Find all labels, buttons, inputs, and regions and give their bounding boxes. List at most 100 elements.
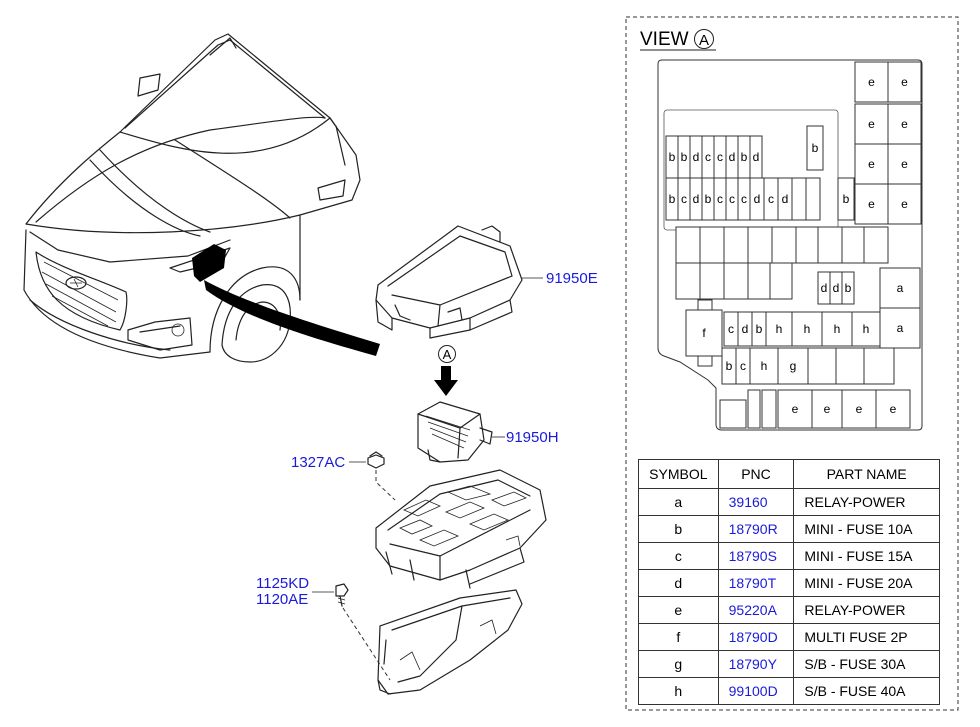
fuse-box-outline bbox=[657, 59, 923, 431]
symbol-cell: d bbox=[638, 569, 719, 597]
fuse-slot-label: d bbox=[693, 150, 700, 164]
view-a-marker: A bbox=[434, 345, 458, 396]
pnc-cell[interactable]: 18790T bbox=[717, 569, 795, 597]
part-name-cell: RELAY-POWER bbox=[793, 596, 940, 624]
fuse-slot-label: d bbox=[742, 322, 749, 336]
fuse-slot bbox=[879, 267, 921, 309]
fuse-slot-label: b bbox=[843, 192, 850, 206]
pnc-cell[interactable]: 18790D bbox=[717, 623, 795, 651]
table-header-row: SYMBOL PNC PART NAME bbox=[638, 459, 940, 489]
fuse-slot bbox=[887, 183, 922, 225]
fuse-slot-label: f bbox=[702, 326, 706, 340]
pnc-cell[interactable]: 18790Y bbox=[717, 650, 795, 678]
symbol-cell: h bbox=[638, 677, 719, 705]
header-symbol: SYMBOL bbox=[638, 459, 719, 489]
symbol-cell: e bbox=[638, 596, 719, 624]
fuse-slot-label: e bbox=[901, 157, 908, 171]
fuse-slot-label: d bbox=[821, 281, 828, 295]
callout-91950H: 91950H bbox=[506, 429, 559, 446]
fuse-slot-label: a bbox=[897, 321, 904, 335]
fuse-slot-label: b bbox=[741, 150, 748, 164]
part-name-cell: MINI - FUSE 15A bbox=[793, 542, 940, 570]
fuse-slot-label: b bbox=[845, 281, 852, 295]
fuse-slot-label: b bbox=[726, 359, 733, 373]
fuse-slot bbox=[765, 311, 793, 347]
fuse-slot-label: e bbox=[868, 157, 875, 171]
fuse-slot-label: b bbox=[669, 192, 676, 206]
fuse-slot-label: b bbox=[756, 322, 763, 336]
pnc-cell[interactable]: 18790R bbox=[717, 515, 795, 543]
fuse-slot-label: e bbox=[901, 197, 908, 211]
fuse-slot-label: e bbox=[868, 117, 875, 131]
symbol-cell: c bbox=[638, 542, 719, 570]
view-title: VIEW bbox=[640, 29, 689, 50]
fuse-slot bbox=[777, 347, 809, 385]
fuse-slot bbox=[851, 311, 881, 347]
fuse-slot-label: e bbox=[824, 402, 831, 416]
fuse-slot bbox=[821, 311, 853, 347]
fuse-slot-label: g bbox=[790, 359, 797, 373]
fuse-slot bbox=[887, 143, 922, 185]
fuse-slot-label: b bbox=[681, 150, 688, 164]
fuse-slot-label: c bbox=[741, 192, 747, 206]
fuse-slot-label: c bbox=[729, 192, 735, 206]
fuse-slot-label: h bbox=[776, 322, 783, 336]
fuse-slot bbox=[837, 177, 855, 221]
fuse-slot-label: e bbox=[868, 75, 875, 89]
fuse-slot bbox=[791, 311, 823, 347]
pnc-cell[interactable]: 95220A bbox=[717, 596, 795, 624]
fuse-slot-label: c bbox=[705, 150, 711, 164]
upper-cover-91950E: 91950E bbox=[375, 225, 598, 339]
callout-1120AE: 1120AE bbox=[256, 591, 308, 608]
fuse-slot-label: c bbox=[717, 192, 723, 206]
fuse-slot-label: b bbox=[669, 150, 676, 164]
fuse-slot-label: h bbox=[834, 322, 841, 336]
fuse-slot-label: c bbox=[728, 322, 734, 336]
fuse-slot bbox=[749, 347, 779, 385]
fuse-slot-label: c bbox=[768, 192, 774, 206]
arrow-down-icon bbox=[434, 366, 458, 396]
fuse-slot-label: d bbox=[729, 150, 736, 164]
car-illustration bbox=[23, 33, 380, 363]
callout-1327AC: 1327AC bbox=[291, 454, 345, 471]
fuse-slot-label: b bbox=[812, 141, 819, 155]
fuse-slot bbox=[841, 389, 877, 429]
nut-1327AC: 1327AC bbox=[291, 451, 396, 501]
fuse-slot bbox=[887, 61, 922, 103]
callout-1125KD: 1125KD bbox=[256, 575, 309, 592]
fuse-slot bbox=[685, 309, 723, 357]
fuse-slot bbox=[854, 103, 889, 145]
pnc-cell[interactable]: 18790S bbox=[717, 542, 795, 570]
fuse-slot-label: e bbox=[901, 117, 908, 131]
fuse-slot-label: b bbox=[705, 192, 712, 206]
fuse-slot-label: c bbox=[681, 192, 687, 206]
fuse-slot-label: h bbox=[804, 322, 811, 336]
fuse-slot-label: e bbox=[890, 402, 897, 416]
fuse-slot bbox=[791, 177, 807, 221]
fuse-slot-label: h bbox=[761, 359, 768, 373]
part-name-cell: S/B - FUSE 40A bbox=[793, 677, 940, 705]
part-name-cell: MULTI FUSE 2P bbox=[793, 623, 940, 651]
fuse-slot-label: e bbox=[856, 402, 863, 416]
pnc-cell[interactable]: 99100D bbox=[717, 677, 795, 705]
fuse-block-91950H: 91950H bbox=[417, 401, 559, 463]
part-name-cell: MINI - FUSE 20A bbox=[793, 569, 940, 597]
fuse-slot-label: c bbox=[740, 359, 746, 373]
pnc-cell[interactable]: 39160 bbox=[717, 488, 795, 516]
header-pnc: PNC bbox=[717, 459, 795, 489]
fuse-slot-label: d bbox=[693, 192, 700, 206]
fuse-slot bbox=[875, 389, 911, 429]
fuse-slot bbox=[777, 389, 813, 429]
symbol-cell: b bbox=[638, 515, 719, 543]
fuse-slot-label: d bbox=[753, 150, 760, 164]
fuse-slot-label: c bbox=[717, 150, 723, 164]
junction-box bbox=[375, 469, 547, 589]
fuse-slot-label: e bbox=[901, 75, 908, 89]
